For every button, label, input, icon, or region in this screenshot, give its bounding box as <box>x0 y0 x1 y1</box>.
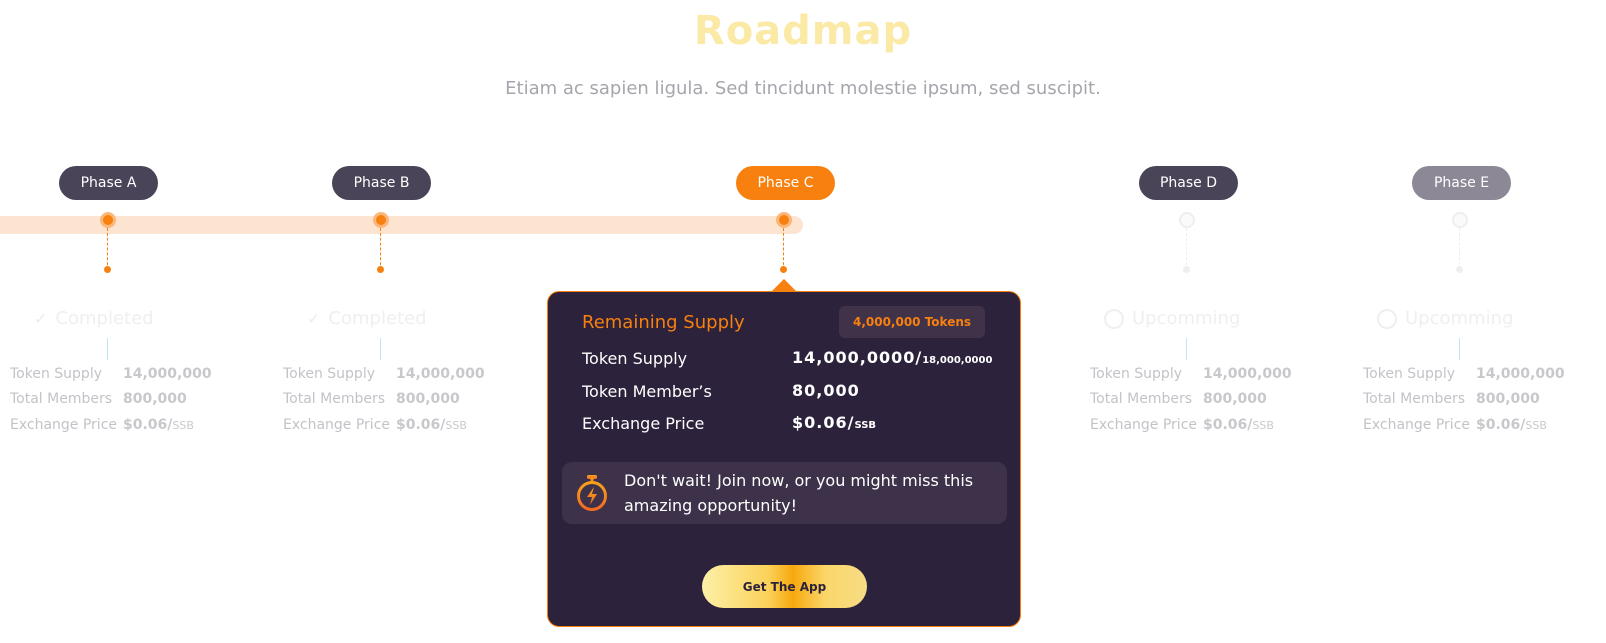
stat-value: 14,000,000 <box>123 366 212 382</box>
stat-label: Token Supply <box>283 366 375 382</box>
notice-text: Don't wait! Join now, or you might miss … <box>624 471 974 515</box>
stat-value: 800,000 <box>1476 391 1540 407</box>
stat-value: 800,000 <box>123 391 187 407</box>
page-subtitle: Etiam ac sapien ligula. Sed tincidunt mo… <box>505 78 1101 99</box>
stat-label: Token Supply <box>1363 366 1455 382</box>
stat-label: Token Supply <box>1090 366 1182 382</box>
check-icon: ✓ <box>34 309 48 328</box>
stat-value: 14,000,000 <box>396 366 485 382</box>
phase-b-node <box>373 212 389 228</box>
phase-b-tab[interactable]: Phase B <box>332 166 431 200</box>
stopwatch-icon <box>577 475 607 511</box>
phase-c-card: Remaining Supply 4,000,000 Tokens Token … <box>547 291 1021 627</box>
phase-e-node <box>1452 212 1468 228</box>
exchange-price-value: $0.06/SSB <box>792 413 877 432</box>
phase-b-dot <box>377 266 384 273</box>
phase-e-price: Exchange Price $0.06/SSB <box>1363 417 1563 433</box>
phase-d-connector <box>1186 228 1187 270</box>
phase-a-price: Exchange Price $0.06/SSB <box>10 417 210 433</box>
stat-value: 800,000 <box>1203 391 1267 407</box>
phase-e-status-label: Upcomming <box>1405 308 1514 329</box>
stat-value: 800,000 <box>396 391 460 407</box>
stat-label: Total Members <box>1090 391 1193 407</box>
progress-track <box>0 216 803 234</box>
phase-c-dot <box>780 266 787 273</box>
phase-e-tab[interactable]: Phase E <box>1412 166 1511 200</box>
phase-a-dot <box>104 266 111 273</box>
stat-value: $0.06/SSB <box>1203 417 1274 433</box>
stat-label: Token Supply <box>10 366 102 382</box>
phase-a-status-label: Completed <box>55 308 154 329</box>
phase-c-tab[interactable]: Phase C <box>736 166 835 200</box>
phase-d-node <box>1179 212 1195 228</box>
stat-label: Exchange Price <box>283 417 391 433</box>
notice-box: Don't wait! Join now, or you might miss … <box>562 462 1007 524</box>
phase-d-tab[interactable]: Phase D <box>1139 166 1238 200</box>
phase-e-dot <box>1456 266 1463 273</box>
stat-label: Exchange Price <box>1363 417 1471 433</box>
stat-value: 14,000,000 <box>1476 366 1565 382</box>
lock-icon <box>1104 308 1124 329</box>
phase-e-token-supply: Token Supply 14,000,000 <box>1363 366 1565 382</box>
remaining-supply-label: Remaining Supply <box>582 312 745 333</box>
phase-a-token-supply: Token Supply 14,000,000 <box>10 366 212 382</box>
stat-value: 14,000,000 <box>1203 366 1292 382</box>
phase-b-members: Total Members 800,000 <box>283 391 483 407</box>
phase-b-divider <box>380 338 381 360</box>
card-pointer <box>772 279 796 291</box>
phase-e-status: Upcomming <box>1377 308 1513 329</box>
stat-value: $0.06/SSB <box>1476 417 1547 433</box>
stat-label: Total Members <box>1363 391 1466 407</box>
phase-a-tab[interactable]: Phase A <box>59 166 158 200</box>
token-members-value: 80,000 <box>792 381 860 400</box>
phase-b-status-label: Completed <box>328 308 427 329</box>
token-supply-value: 14,000,0000/18,000,0000 <box>792 348 993 367</box>
get-the-app-button[interactable]: Get The App <box>702 565 867 608</box>
phase-d-dot <box>1183 266 1190 273</box>
phase-b-token-supply: Token Supply 14,000,000 <box>283 366 485 382</box>
stat-value: $0.06/SSB <box>123 417 194 433</box>
phase-b-price: Exchange Price $0.06/SSB <box>283 417 483 433</box>
token-supply-label: Token Supply <box>582 349 688 368</box>
check-icon: ✓ <box>307 309 321 328</box>
phase-a-members: Total Members 800,000 <box>10 391 210 407</box>
phase-c-node <box>776 212 792 228</box>
phase-c-connector <box>783 228 784 270</box>
phase-e-connector <box>1459 228 1460 270</box>
stat-label: Exchange Price <box>1090 417 1198 433</box>
stat-label: Total Members <box>10 391 113 407</box>
page-title: Roadmap <box>693 8 913 54</box>
phase-e-members: Total Members 800,000 <box>1363 391 1563 407</box>
stat-label: Exchange Price <box>10 417 118 433</box>
phase-e-divider <box>1459 338 1460 360</box>
stat-value: $0.06/SSB <box>396 417 467 433</box>
phase-a-divider <box>107 338 108 360</box>
phase-d-token-supply: Token Supply 14,000,000 <box>1090 366 1292 382</box>
phase-b-connector <box>380 228 381 270</box>
remaining-tokens-badge: 4,000,000 Tokens <box>839 306 985 338</box>
phase-a-status: ✓ Completed <box>34 308 154 329</box>
phase-a-connector <box>107 228 108 270</box>
phase-d-divider <box>1186 338 1187 360</box>
phase-b-status: ✓ Completed <box>307 308 427 329</box>
phase-d-status-label: Upcomming <box>1132 308 1241 329</box>
token-members-label: Token Member’s <box>582 382 712 401</box>
stat-label: Total Members <box>283 391 386 407</box>
exchange-price-label: Exchange Price <box>582 414 705 433</box>
phase-a-node <box>100 212 116 228</box>
phase-d-status: Upcomming <box>1104 308 1240 329</box>
phase-d-members: Total Members 800,000 <box>1090 391 1290 407</box>
lock-icon <box>1377 308 1397 329</box>
phase-d-price: Exchange Price $0.06/SSB <box>1090 417 1290 433</box>
